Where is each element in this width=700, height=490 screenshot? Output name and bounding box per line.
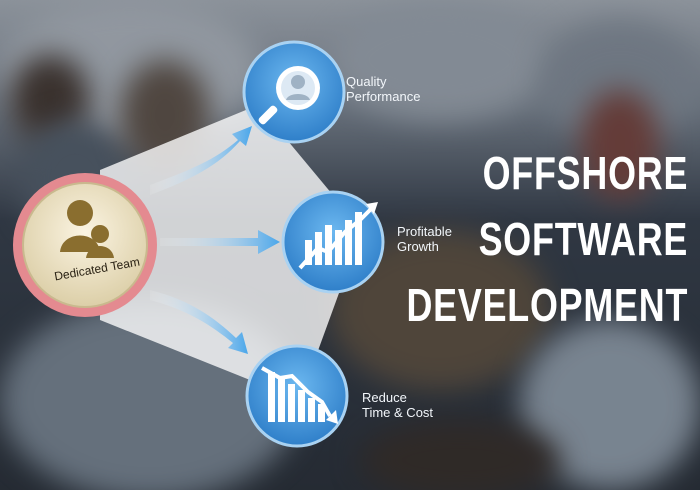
decline-chart-icon [261,366,338,424]
headline-line-2: SOFTWARE [478,213,688,265]
growth-chart-icon [298,202,378,270]
quality-circle [242,40,346,144]
growth-label: Profitable Growth [397,224,452,254]
user-magnifier-icon [258,66,320,125]
dedicated-team-badge [13,173,157,317]
reduce-circle [245,344,349,448]
reduce-label: Reduce Time & Cost [362,390,434,420]
team-icon [60,200,114,258]
arrow-to-growth [160,230,280,254]
quality-label: Quality Performance [346,74,421,104]
fan-shape [100,105,362,400]
headline-line-1: OFFSHORE [482,147,688,199]
arrow-to-quality [150,126,252,195]
growth-circle [281,190,385,294]
arrow-to-reduce [150,290,248,354]
headline: OFFSHORE SOFTWARE DEVELOPMENT [327,140,688,338]
headline-line-3: DEVELOPMENT [406,279,688,331]
